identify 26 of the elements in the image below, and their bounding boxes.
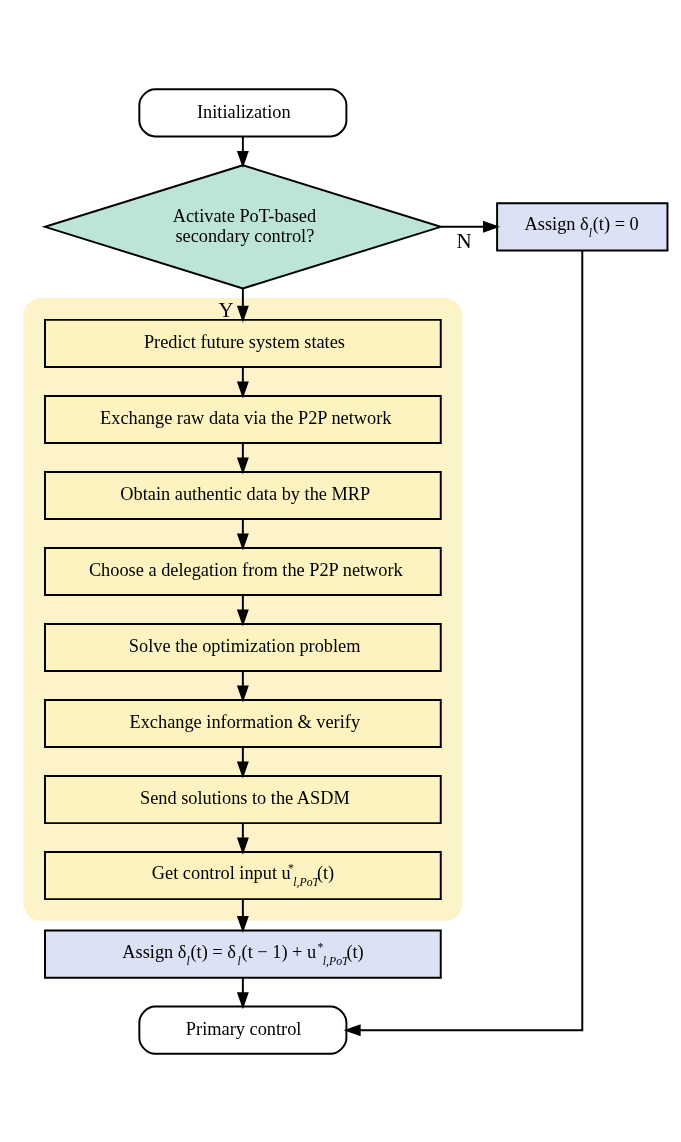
- arrow: [236, 745, 249, 779]
- arrow: [236, 134, 249, 168]
- arrow: [236, 897, 249, 933]
- node-box: Exchange information & verify: [44, 698, 442, 748]
- node-box: Solve the optimization problem: [44, 622, 442, 672]
- node-box: Obtain authentic data by the MRP: [44, 470, 442, 520]
- node-box: Assign δ$_{l}$(t) = 0: [496, 201, 669, 251]
- node-box: Primary control: [138, 1005, 348, 1055]
- arrow: [236, 287, 249, 323]
- arrow: [343, 248, 584, 1036]
- arrow: [236, 441, 249, 475]
- edge-label: N: [456, 228, 472, 253]
- node-box: Get control input u$^{*}$$_{l,PoT}$(t): [44, 850, 442, 900]
- node-box: Send solutions to the ASDM: [44, 774, 442, 824]
- node-box: Initialization: [138, 87, 348, 137]
- node-box: Assign δ$_{l}$(t) = δ$_{l}$(t − 1) + u$^{*}$$_{l,PoT}$(t): [44, 929, 442, 979]
- node-box: Exchange raw data via the P2P network: [44, 394, 442, 444]
- arrow: [236, 593, 249, 627]
- arrow: [236, 821, 249, 855]
- arrow: [236, 517, 249, 551]
- node-box: Choose a delegation from the P2P network: [44, 546, 442, 596]
- arrow: [236, 976, 249, 1009]
- arrow: [236, 669, 249, 703]
- arrow: [439, 220, 501, 233]
- arrow: [236, 365, 249, 399]
- node-box: Predict future system states: [44, 318, 442, 368]
